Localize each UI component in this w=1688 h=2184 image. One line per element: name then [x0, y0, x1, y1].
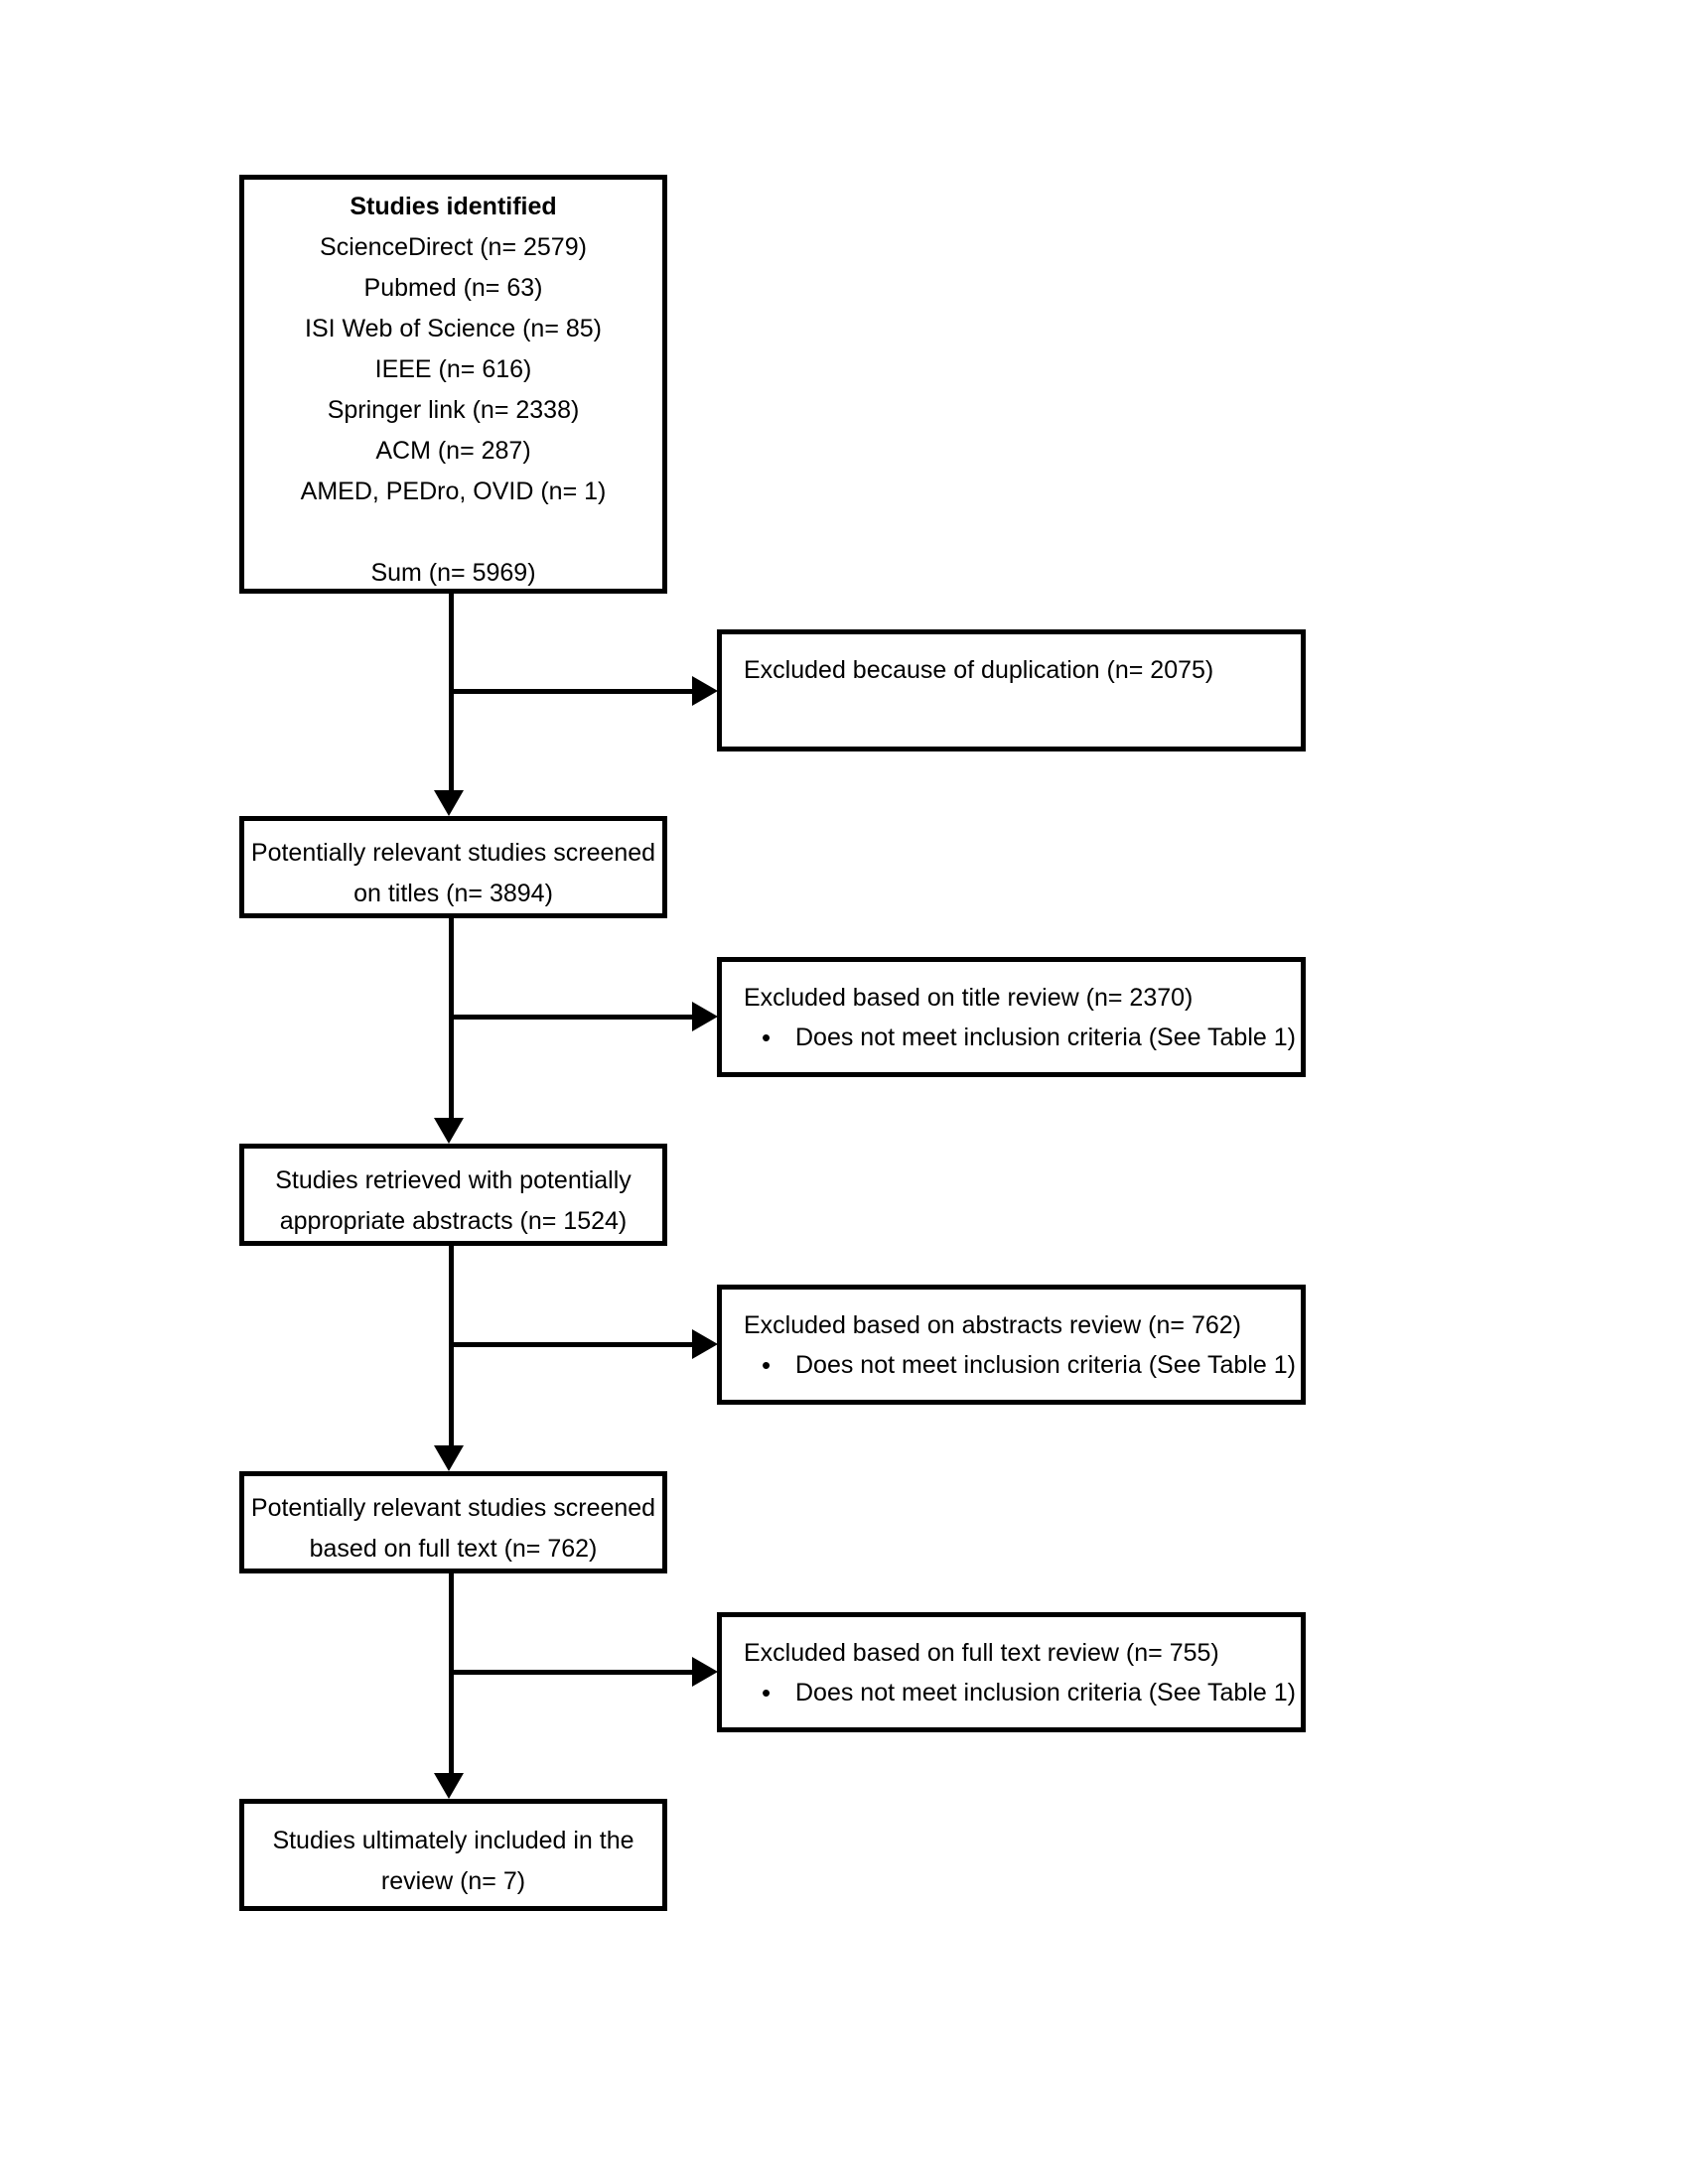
- exclusion-duplication-heading: Excluded because of duplication (n= 2075…: [744, 656, 1214, 684]
- identification-sum: Sum (n= 5969): [370, 559, 536, 587]
- stage-box-retrieved-abstracts: Studies retrieved with potentially appro…: [239, 1144, 667, 1246]
- identification-body: Studies identified ScienceDirect (n= 257…: [301, 175, 607, 594]
- stage-body-included: Studies ultimately included in the revie…: [244, 1809, 662, 1902]
- stage-body-screened-titles: Potentially relevant studies screened on…: [244, 821, 662, 914]
- exclusion-fulltext-review-bullet-text: Does not meet inclusion criteria (See Ta…: [795, 1679, 1296, 1706]
- bullet-point-icon: •: [762, 1023, 772, 1052]
- connector-horizontal-1: [449, 689, 692, 694]
- bullet-point-icon: •: [762, 1678, 772, 1707]
- stage-screened-fulltext-line1: Potentially relevant studies screened: [250, 1493, 656, 1522]
- stage-box-screened-fulltext: Potentially relevant studies screened ba…: [239, 1471, 667, 1573]
- exclusion-fulltext-review-bullet-row: • Does not meet inclusion criteria (See …: [744, 1673, 1301, 1712]
- exclusion-box-duplication: Excluded because of duplication (n= 2075…: [717, 629, 1306, 751]
- exclusion-box-fulltext-review: Excluded based on full text review (n= 7…: [717, 1612, 1306, 1732]
- stage-box-included: Studies ultimately included in the revie…: [239, 1799, 667, 1911]
- identification-heading: Studies identified: [350, 193, 557, 220]
- exclusion-box-abstracts-review: Excluded based on abstracts review (n= 7…: [717, 1285, 1306, 1405]
- stage-body-screened-fulltext: Potentially relevant studies screened ba…: [244, 1476, 662, 1570]
- exclusion-box-title-review: Excluded based on title review (n= 2370)…: [717, 957, 1306, 1077]
- stage-body-retrieved-abstracts: Studies retrieved with potentially appro…: [244, 1149, 662, 1242]
- exclusion-abstracts-review-bullet-row: • Does not meet inclusion criteria (See …: [744, 1345, 1301, 1385]
- exclusion-title-review-bullet-row: • Does not meet inclusion criteria (See …: [744, 1018, 1301, 1057]
- connector-arrowhead-down-2: [434, 1118, 464, 1144]
- exclusion-title-review-bullet-text: Does not meet inclusion criteria (See Ta…: [795, 1024, 1296, 1051]
- connector-arrowhead-right-4: [692, 1657, 718, 1687]
- identification-box: Studies identified ScienceDirect (n= 257…: [239, 175, 667, 594]
- source-isi-web-of-science: ISI Web of Science (n= 85): [305, 315, 602, 342]
- exclusion-body-abstracts-review: Excluded based on abstracts review (n= 7…: [722, 1290, 1301, 1385]
- exclusion-body-duplication: Excluded because of duplication (n= 2075…: [722, 634, 1301, 690]
- exclusion-fulltext-review-heading: Excluded based on full text review (n= 7…: [744, 1639, 1219, 1667]
- stage-screened-fulltext-line2: based on full text (n= 762): [309, 1534, 598, 1563]
- connector-horizontal-3: [449, 1342, 692, 1347]
- bullet-point-icon: •: [762, 1350, 772, 1380]
- stage-retrieved-abstracts-line1: Studies retrieved with potentially: [275, 1165, 632, 1194]
- stage-box-screened-titles: Potentially relevant studies screened on…: [239, 816, 667, 918]
- stage-included-line1: Studies ultimately included in the: [272, 1826, 634, 1854]
- exclusion-body-fulltext-review: Excluded based on full text review (n= 7…: [722, 1617, 1301, 1712]
- source-sciencedirect: ScienceDirect (n= 2579): [320, 233, 587, 261]
- connector-arrowhead-right-2: [692, 1002, 718, 1031]
- stage-screened-titles-line1: Potentially relevant studies screened: [250, 838, 656, 867]
- stage-screened-titles-line2: on titles (n= 3894): [353, 879, 553, 907]
- connector-arrowhead-down-1: [434, 790, 464, 816]
- source-acm: ACM (n= 287): [375, 437, 531, 465]
- connector-arrowhead-down-3: [434, 1445, 464, 1471]
- source-springer-link: Springer link (n= 2338): [327, 396, 580, 424]
- connector-arrowhead-down-4: [434, 1773, 464, 1799]
- exclusion-body-title-review: Excluded based on title review (n= 2370)…: [722, 962, 1301, 1057]
- source-ieee: IEEE (n= 616): [374, 355, 532, 383]
- source-amed-pedro-ovid: AMED, PEDro, OVID (n= 1): [300, 478, 607, 505]
- exclusion-title-review-heading: Excluded based on title review (n= 2370): [744, 984, 1194, 1012]
- exclusion-abstracts-review-heading: Excluded based on abstracts review (n= 7…: [744, 1311, 1241, 1339]
- connector-horizontal-4: [449, 1670, 692, 1675]
- connector-arrowhead-right-1: [692, 676, 718, 706]
- stage-retrieved-abstracts-line2: appropriate abstracts (n= 1524): [279, 1206, 628, 1235]
- connector-arrowhead-right-3: [692, 1329, 718, 1359]
- source-pubmed: Pubmed (n= 63): [363, 274, 543, 302]
- connector-horizontal-2: [449, 1015, 692, 1020]
- stage-included-line2: review (n= 7): [380, 1866, 526, 1895]
- exclusion-abstracts-review-bullet-text: Does not meet inclusion criteria (See Ta…: [795, 1351, 1296, 1379]
